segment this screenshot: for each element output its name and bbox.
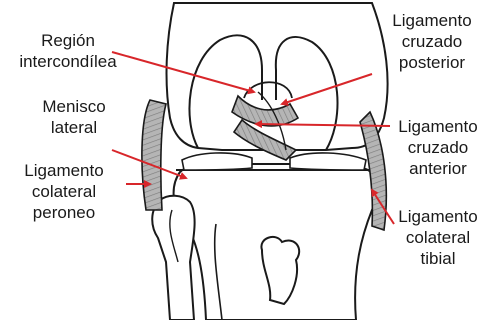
label-tibial-collateral-ligament: Ligamento colateral tibial bbox=[384, 206, 492, 269]
label-fibular-collateral-ligament: Ligamento colateral peroneo bbox=[10, 160, 118, 223]
tibia bbox=[174, 164, 378, 320]
fibular-collateral-ligament bbox=[142, 100, 166, 210]
label-posterior-cruciate-ligament: Ligamento cruzado posterior bbox=[378, 10, 486, 73]
lateral-meniscus bbox=[182, 153, 252, 170]
fibula bbox=[152, 196, 194, 320]
label-anterior-cruciate-ligament: Ligamento cruzado anterior bbox=[384, 116, 492, 179]
label-intercondylar-region: Región intercondílea bbox=[12, 30, 124, 72]
label-lateral-meniscus: Menisco lateral bbox=[34, 96, 114, 138]
fibula-head bbox=[152, 196, 194, 320]
medial-meniscus bbox=[290, 153, 366, 170]
